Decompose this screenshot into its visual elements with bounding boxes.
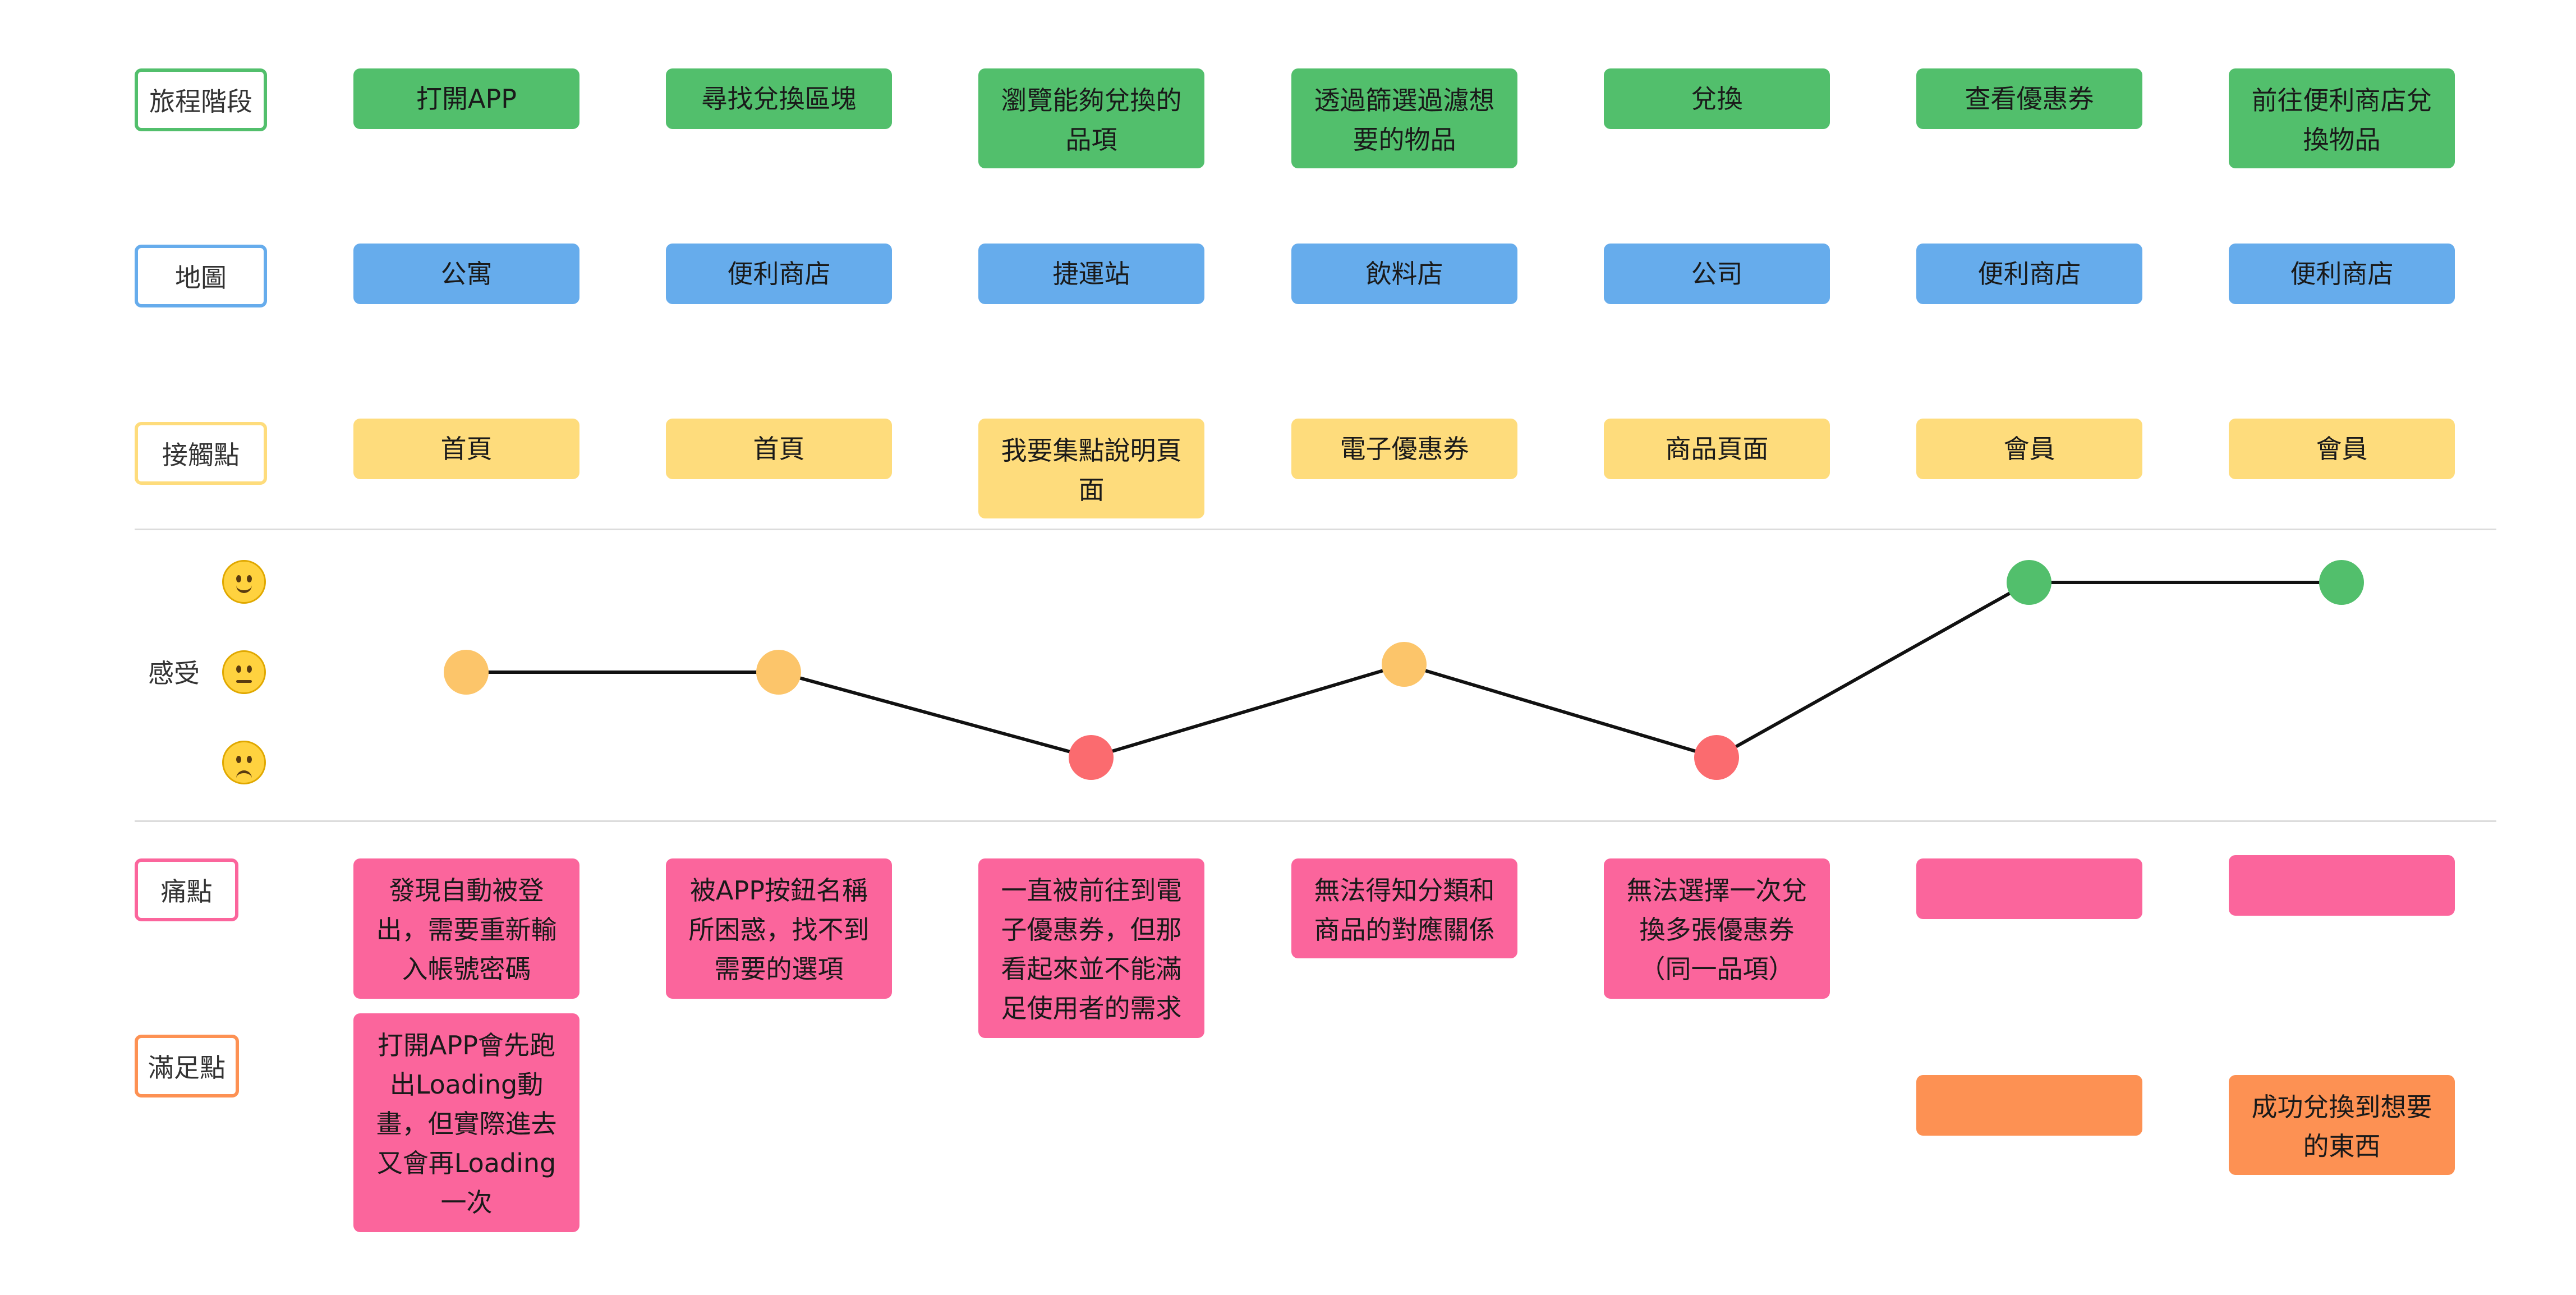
frowning-face-icon [222,741,266,784]
divider-top [135,529,2496,530]
pain-card-6 [1916,858,2142,919]
feeling-point-3 [1069,735,1114,780]
satisfaction-card-6 [1916,1075,2142,1136]
stage-card-5: 兌換 [1604,68,1830,129]
row-label-pain: 痛點 [135,858,238,921]
feeling-point-7 [2319,560,2364,605]
map-card-7: 便利商店 [2229,244,2455,304]
stage-card-6: 查看優惠券 [1916,68,2142,129]
satisfaction-card-7: 成功兌換到想要的東西 [2229,1075,2455,1175]
feeling-point-6 [2007,560,2051,605]
feeling-point-2 [756,650,801,695]
row-label-feeling: 感受 [148,658,200,688]
touchpoint-card-7: 會員 [2229,419,2455,479]
touchpoint-card-1: 首頁 [353,419,579,479]
row-label-stage: 旅程階段 [135,68,267,131]
feeling-point-1 [444,650,489,695]
pain-card-7 [2229,855,2455,916]
stage-card-4: 透過篩選過濾想要的物品 [1291,68,1517,168]
pain-card-3: 一直被前往到電子優惠券，但那看起來並不能滿足使用者的需求 [978,858,1204,1038]
neutral-face-icon [222,650,266,694]
touchpoint-card-3: 我要集點說明頁面 [978,419,1204,518]
pain-card-2: 被APP按鈕名稱所困惑，找不到需要的選項 [666,858,892,999]
feeling-point-4 [1382,642,1427,687]
touchpoint-card-6: 會員 [1916,419,2142,479]
stage-card-1: 打開APP [353,68,579,129]
feeling-point-5 [1694,735,1739,780]
stage-card-7: 前往便利商店兌換物品 [2229,68,2455,168]
touchpoint-card-4: 電子優惠券 [1291,419,1517,479]
map-card-6: 便利商店 [1916,244,2142,304]
pain-card-1: 發現自動被登出，需要重新輸入帳號密碼 [353,858,579,999]
pain-card-5: 無法選擇一次兌換多張優惠券（同一品項） [1604,858,1830,999]
touchpoint-card-2: 首頁 [666,419,892,479]
map-card-2: 便利商店 [666,244,892,304]
row-label-satisfaction: 滿足點 [135,1035,239,1097]
map-card-3: 捷運站 [978,244,1204,304]
stage-card-2: 尋找兌換區塊 [666,68,892,129]
row-label-touchpoint: 接觸點 [135,422,267,485]
satisfaction-card-1: 打開APP會先跑出Loading動畫，但實際進去又會再Loading一次 [353,1013,579,1232]
smiling-face-icon [222,560,266,604]
touchpoint-card-5: 商品頁面 [1604,419,1830,479]
divider-bottom [135,820,2496,822]
map-card-1: 公寓 [353,244,579,304]
map-card-4: 飲料店 [1291,244,1517,304]
map-card-5: 公司 [1604,244,1830,304]
pain-card-4: 無法得知分類和商品的對應關係 [1291,858,1517,958]
row-label-map: 地圖 [135,245,267,307]
stage-card-3: 瀏覽能夠兌換的品項 [978,68,1204,168]
